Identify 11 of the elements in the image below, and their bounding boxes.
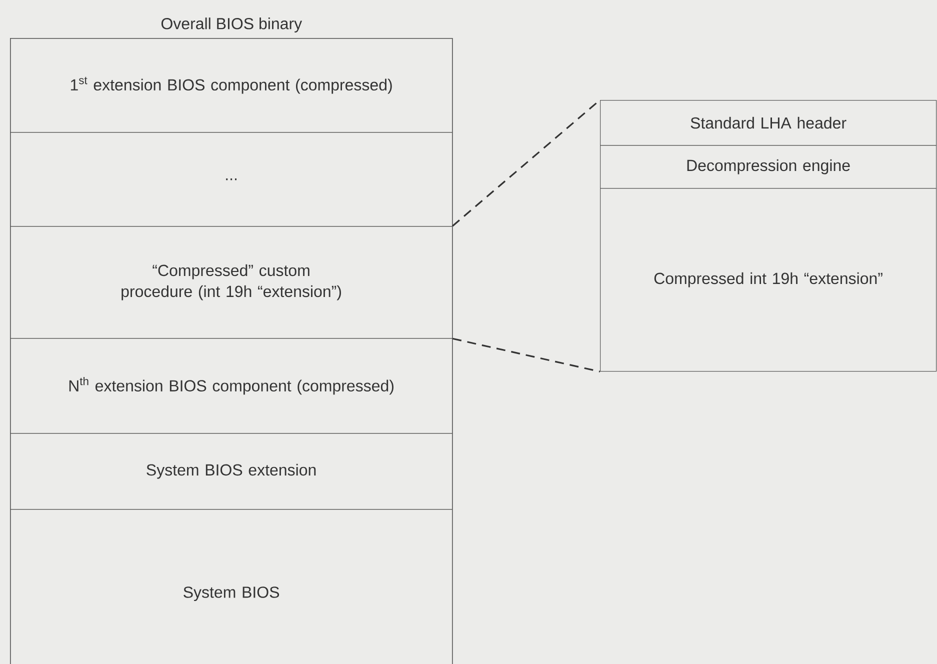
layer-box: Decompression engine (600, 145, 937, 189)
layer-box: 1$^{st}$ extension BIOS component (compressed) (10, 38, 453, 133)
layer-box: Standard LHA header (600, 100, 937, 146)
layer-box: System BIOS extension (10, 433, 453, 510)
layer-box: “Compressed” custom procedure (int 19h “extension”) (10, 226, 453, 339)
dashed-connector (452, 338, 600, 372)
node-label: Overall BIOS binary (161, 18, 302, 32)
layer-box: Compressed int 19h “extension” (600, 188, 937, 372)
layer-box: System BIOS (10, 509, 453, 664)
layer-box: N$^{th}$ extension BIOS component (compressed) (10, 338, 453, 434)
layer-box: ... (10, 132, 453, 227)
